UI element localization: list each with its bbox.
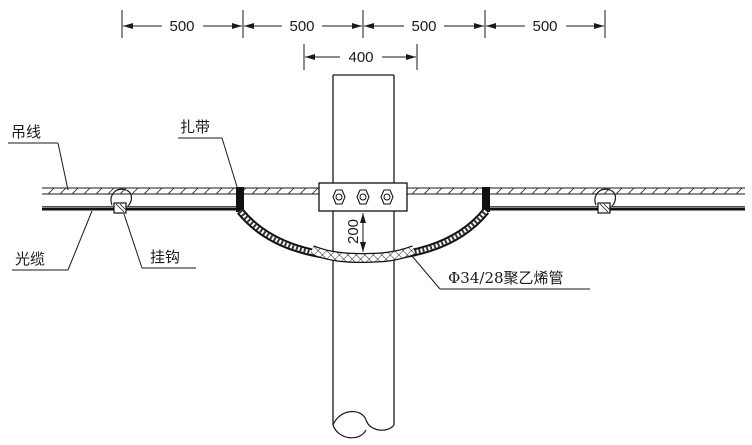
label-hook: 挂钩 bbox=[123, 213, 196, 269]
wire-hatch-line bbox=[131, 187, 139, 195]
wire-hatch-line bbox=[735, 187, 743, 195]
wire-hatch-line bbox=[95, 187, 103, 195]
messenger-wire-label: 吊线 bbox=[11, 123, 41, 141]
dim-top-1: 500 bbox=[169, 18, 194, 35]
wire-hatch-line bbox=[311, 187, 319, 195]
wire-hatch-line bbox=[471, 187, 479, 195]
label-optical-cable: 光缆 bbox=[12, 210, 93, 271]
wire-hatch-line bbox=[711, 187, 719, 195]
wire-hatch-line bbox=[263, 187, 271, 195]
pole-width-dimension: 400 bbox=[303, 44, 418, 70]
wire-hatch-line bbox=[275, 187, 283, 195]
wire-hatch-line bbox=[191, 187, 199, 195]
dim-sag: 200 bbox=[345, 219, 362, 244]
optical-cable-label: 光缆 bbox=[15, 250, 45, 268]
wire-hatch-line bbox=[519, 187, 527, 195]
wire-hatch-line bbox=[663, 187, 671, 195]
cable-tie-right bbox=[482, 187, 490, 212]
wire-hatch-line bbox=[507, 187, 515, 195]
wire-hatch-line bbox=[71, 187, 79, 195]
polyethylene-pipe bbox=[310, 245, 416, 264]
dim-pole-width: 400 bbox=[348, 49, 373, 66]
dim-top-4: 500 bbox=[532, 18, 557, 35]
wire-hatch-line bbox=[299, 187, 307, 195]
wire-hatch-line bbox=[459, 187, 467, 195]
cable-tie-left bbox=[236, 187, 244, 212]
wire-hatch-line bbox=[167, 187, 175, 195]
wire-hatch-line bbox=[723, 187, 731, 195]
wire-hatch-line bbox=[531, 187, 539, 195]
wire-hatch-line bbox=[215, 187, 223, 195]
wire-hatch-line bbox=[155, 187, 163, 195]
utility-pole bbox=[332, 74, 395, 439]
wire-hatch-line bbox=[119, 187, 127, 195]
wire-hatch-line bbox=[495, 187, 503, 195]
wire-hatch-line bbox=[591, 187, 599, 195]
dim-top-3: 500 bbox=[411, 18, 436, 35]
optical-cable bbox=[42, 206, 745, 211]
hook-right bbox=[594, 188, 617, 214]
wire-hatch-line bbox=[435, 187, 443, 195]
wire-hatch-line bbox=[639, 187, 647, 195]
wire-hatch-line bbox=[143, 187, 151, 195]
pipe-label: Φ34/28聚乙烯管 bbox=[448, 269, 564, 287]
wire-hatch-line bbox=[227, 187, 235, 195]
label-pipe: Φ34/28聚乙烯管 bbox=[411, 255, 590, 290]
hook-label: 挂钩 bbox=[150, 248, 180, 266]
wire-hatch-line bbox=[651, 187, 659, 195]
wire-hatch-line bbox=[603, 187, 611, 195]
bolt-2 bbox=[356, 189, 370, 205]
wire-hatch-line bbox=[83, 187, 91, 195]
wire-hatch-line bbox=[675, 187, 683, 195]
wire-hatch-line bbox=[567, 187, 575, 195]
wire-hatch-line bbox=[251, 187, 259, 195]
wire-hatch-line bbox=[555, 187, 563, 195]
cable-tie-label: 扎带 bbox=[180, 118, 210, 136]
wire-hatch-line bbox=[615, 187, 623, 195]
wire-hatch-line bbox=[423, 187, 431, 195]
wire-hatch-line bbox=[687, 187, 695, 195]
wire-hatch-line bbox=[203, 187, 211, 195]
wire-hatch-line bbox=[411, 187, 419, 195]
messenger-wire bbox=[42, 187, 745, 195]
label-messenger-wire: 吊线 bbox=[8, 123, 69, 191]
wire-hatch-line bbox=[627, 187, 635, 195]
wire-hatch-line bbox=[47, 187, 55, 195]
wire-hatch-line bbox=[59, 187, 67, 195]
wire-hatch-line bbox=[179, 187, 187, 195]
wire-hatch-line bbox=[579, 187, 587, 195]
wire-hatch-line bbox=[287, 187, 295, 195]
bolt-3 bbox=[380, 189, 394, 205]
dim-top-2: 500 bbox=[289, 18, 314, 35]
pole-clamp bbox=[318, 182, 408, 212]
wire-hatch-line bbox=[699, 187, 707, 195]
hook-left bbox=[110, 188, 133, 214]
bolt-1 bbox=[332, 189, 346, 205]
sag-dimension: 200 bbox=[345, 213, 366, 252]
top-dimension: 500 500 500 500 bbox=[121, 10, 606, 38]
wire-hatch-line bbox=[107, 187, 115, 195]
label-cable-tie: 扎带 bbox=[178, 118, 239, 191]
wire-hatch-line bbox=[447, 187, 455, 195]
wire-hatch-line bbox=[543, 187, 551, 195]
